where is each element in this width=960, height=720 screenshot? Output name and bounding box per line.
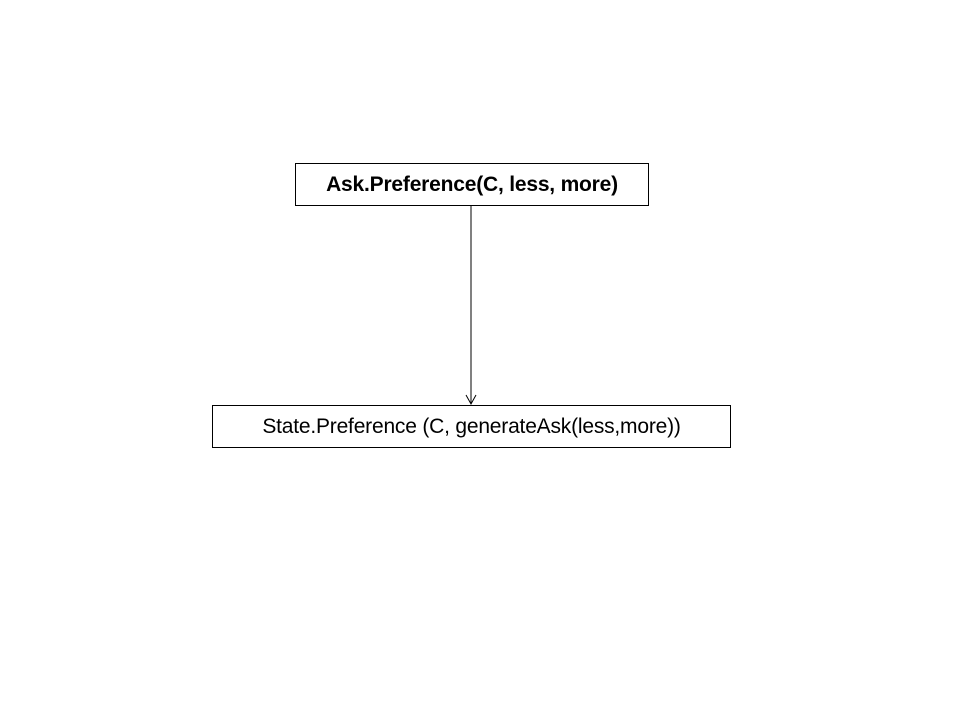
node-ask-preference: Ask.Preference(C, less, more) (295, 163, 649, 206)
node-ask-preference-label: Ask.Preference(C, less, more) (326, 172, 618, 196)
arrowhead-icon (465, 394, 477, 406)
node-state-preference: State.Preference (C, generateAsk(less,mo… (212, 405, 731, 448)
node-state-preference-label: State.Preference (C, generateAsk(less,mo… (262, 414, 681, 438)
